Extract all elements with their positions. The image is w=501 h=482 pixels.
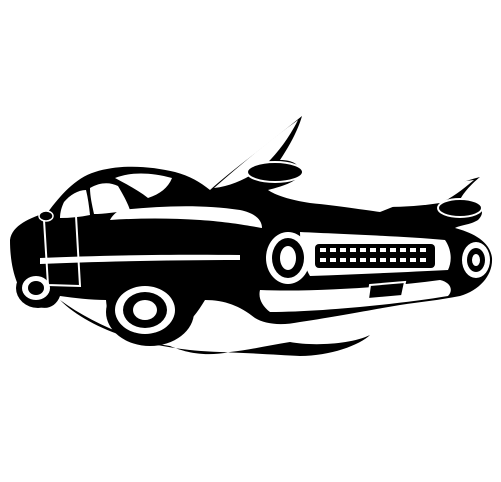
rear-grille bbox=[315, 244, 435, 268]
taillight-pod-right bbox=[437, 198, 483, 218]
rear-wheel bbox=[106, 278, 194, 346]
side-window-front bbox=[60, 190, 90, 218]
door-line bbox=[43, 215, 82, 288]
tail-fin-left bbox=[214, 120, 298, 188]
car-body bbox=[10, 116, 493, 344]
taillight-pod-left bbox=[246, 161, 304, 183]
side-chrome-strip bbox=[40, 254, 240, 264]
side-window-rear bbox=[90, 183, 130, 214]
front-wheel bbox=[16, 268, 60, 308]
side-highlight bbox=[110, 206, 262, 228]
bumper-slot bbox=[366, 280, 407, 301]
grille-pattern bbox=[320, 248, 426, 262]
side-mirror bbox=[38, 210, 54, 222]
rear-window bbox=[115, 173, 172, 198]
rear-light-right bbox=[462, 242, 490, 278]
rear-light-left bbox=[266, 232, 310, 284]
